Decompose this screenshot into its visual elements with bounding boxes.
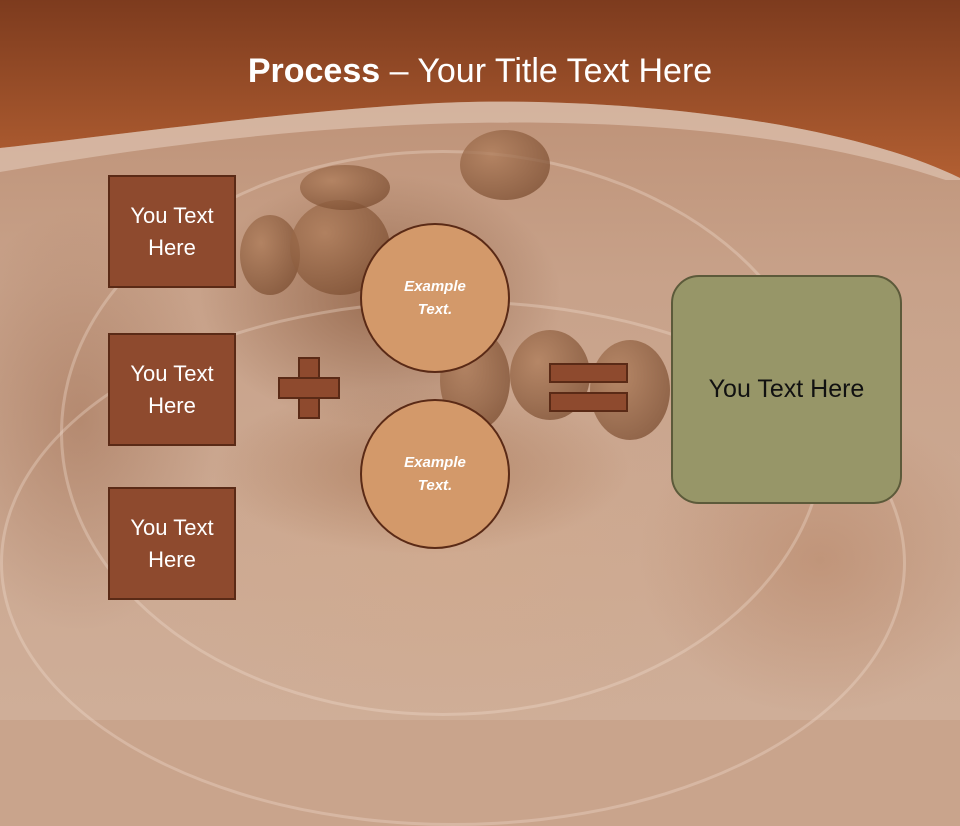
equals-icon-top-bar <box>549 363 628 383</box>
text-box-label: You Text Here <box>130 360 214 418</box>
header-band: Process – Your Title Text Here <box>0 0 960 180</box>
coffee-bean <box>300 165 390 210</box>
text-box-1: You Text Here <box>108 175 236 288</box>
title-bold: Process <box>247 52 381 90</box>
text-box-3: You Text Here <box>108 487 236 600</box>
circle-label: Example Text. <box>404 454 466 494</box>
example-circle-1: Example Text. <box>360 223 510 373</box>
result-box: You Text Here <box>671 275 902 504</box>
circle-label: Example Text. <box>404 278 466 318</box>
coffee-bean <box>590 340 670 440</box>
plus-icon <box>278 357 340 419</box>
text-box-2: You Text Here <box>108 333 236 446</box>
slide-title: Process – Your Title Text Here <box>0 52 960 91</box>
title-rest: – Your Title Text Here <box>380 52 713 90</box>
text-box-label: You Text Here <box>130 514 214 572</box>
header-swoosh <box>0 0 960 180</box>
text-box-label: You Text Here <box>130 202 214 260</box>
equals-icon-bottom-bar <box>549 392 628 412</box>
coffee-bean <box>460 130 550 200</box>
result-label: You Text Here <box>708 375 865 403</box>
example-circle-2: Example Text. <box>360 399 510 549</box>
